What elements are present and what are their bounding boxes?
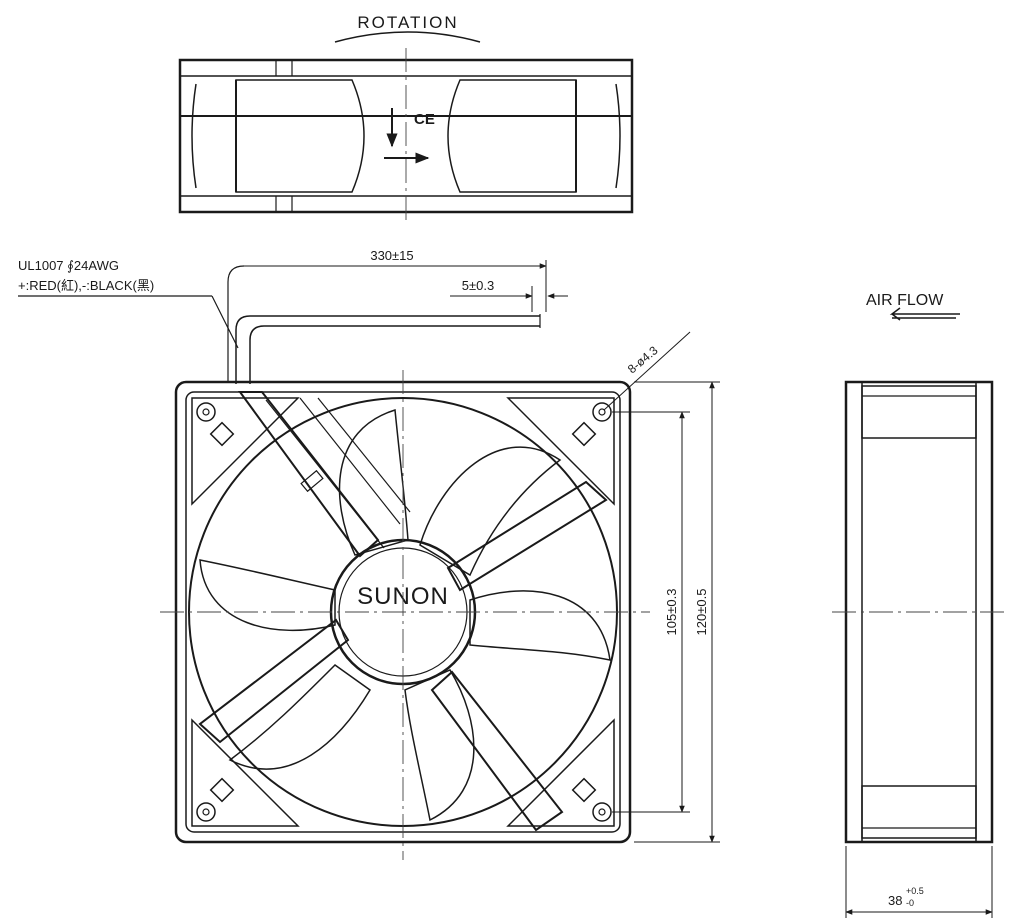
strut-bottom-right [430, 670, 564, 832]
mount-hole-br [592, 802, 612, 822]
dim-lead-length: 330±15 [370, 248, 413, 263]
dim-thickness-tol-lower: -0 [906, 898, 914, 908]
mount-hole-tl [196, 402, 216, 422]
wire-spec-line2: +:RED(紅),-:BLACK(黑) [18, 278, 154, 293]
fan-blade [469, 590, 611, 661]
strut-top-right [446, 480, 608, 592]
rotation-label: ROTATION [357, 13, 458, 32]
ce-mark: CE [414, 111, 435, 128]
lead-wire-red [235, 315, 540, 384]
mount-hole-tr [592, 402, 612, 422]
dim-frame-size: 120±0.5 [694, 589, 709, 636]
strut-top-left [238, 391, 380, 558]
dim-strip-length: 5±0.3 [462, 278, 494, 293]
air-flow-label: AIR FLOW [866, 292, 944, 309]
rotation-arc [334, 31, 481, 43]
dim-thickness: 38 [888, 893, 902, 908]
wire-annotations: UL1007 ∮24AWG +:RED(紅),-:BLACK(黑) 330±15… [18, 248, 568, 384]
side-view: AIR FLOW 38 +0.5 -0 [832, 292, 1006, 918]
dim-hole-spacing: 105±0.3 [664, 589, 679, 636]
wire-spec-line1: UL1007 ∮24AWG [18, 258, 119, 273]
brand-label: SUNON [357, 583, 449, 610]
fan-blade [228, 664, 371, 770]
dim-thickness-tol-upper: +0.5 [906, 886, 924, 896]
fan-blade [419, 446, 562, 577]
fan-blade [404, 669, 475, 822]
strut-bottom-left [198, 618, 350, 744]
top-view: ROTATION CE [178, 13, 634, 224]
front-view: SUNON 8-ø4.3 105±0.3 120±0.5 [160, 331, 720, 860]
mount-hole-bl [196, 802, 216, 822]
air-flow-arrow [889, 307, 960, 321]
lead-wire-black [249, 325, 540, 384]
dim-mounting-holes: 8-ø4.3 [625, 343, 661, 376]
fan-blade [199, 559, 336, 631]
